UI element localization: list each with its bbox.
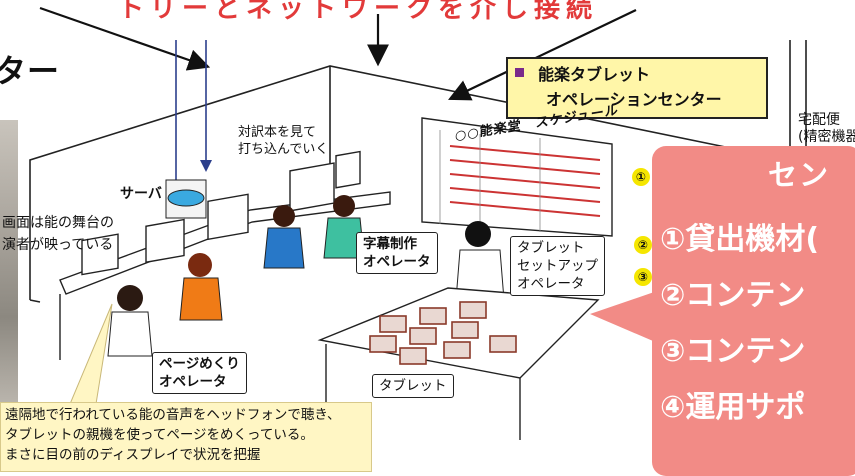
server-label: サーバ — [120, 186, 162, 202]
note-line3: まさに目の前のディスプレイで状況を把握 — [5, 447, 261, 463]
callout-title: セン — [768, 158, 831, 192]
network-banner: トリーとネットワークを介し接続 — [118, 0, 599, 24]
callout-tail — [590, 290, 660, 344]
tablet-setup-line3: オペレータ — [517, 276, 585, 292]
callout-item-3: ③コンテン — [660, 334, 806, 369]
page-turn-line1: ページめくり — [159, 356, 240, 372]
schedule-board — [421, 117, 613, 237]
callout-item-1: ①貸出機材( — [660, 222, 820, 257]
remote-audio-note: 遠隔地で行われている能の音声をヘッドフォンで聴き、 タブレットの親機を使ってペー… — [0, 402, 372, 472]
server-unit — [165, 179, 207, 219]
delivery-note: 宅配便 (精密機器 — [798, 112, 855, 146]
note-line1: 遠隔地で行われている能の音声をヘッドフォンで聴き、 — [5, 407, 341, 423]
callout-item-2: ②コンテン — [660, 278, 806, 313]
operators — [107, 195, 505, 357]
marker-2: ② — [634, 236, 652, 254]
page-turn-line2: オペレータ — [159, 374, 227, 390]
marker-3: ③ — [634, 268, 652, 286]
translation-note-line2: 打ち込んでいく — [238, 142, 329, 157]
note-line2: タブレットの親機を使ってページをめくっている。 — [5, 427, 314, 443]
desks — [59, 191, 391, 360]
operation-center-line2: オペレーションセンター — [546, 90, 722, 109]
delivery-line1: 宅配便 — [798, 112, 840, 128]
bullet-square-icon — [515, 68, 524, 77]
operation-center-line1: 能楽タブレット — [538, 65, 651, 84]
subtitle-operator-label: 字幕制作 オペレータ — [356, 232, 438, 274]
tablet-table — [317, 287, 600, 440]
tablet-setup-line2: セットアップ — [517, 258, 598, 274]
network-arrows — [39, 6, 637, 101]
photo-strip — [0, 120, 18, 402]
translation-note: 対訳本を見て 打ち込んでいく — [238, 124, 328, 158]
note-pointer — [69, 303, 113, 405]
cable-lines — [175, 40, 207, 180]
translation-note-line1: 対訳本を見て — [238, 125, 317, 140]
marker-1: ① — [632, 168, 650, 186]
monitors — [81, 150, 361, 276]
subtitle-operator-line1: 字幕制作 — [363, 236, 417, 252]
tablet-setup-line1: タブレット — [517, 240, 585, 256]
screen-note-line2: 演者が映っている — [2, 237, 114, 253]
subtitle-operator-line2: オペレータ — [363, 254, 431, 270]
page-turn-operator-label: ページめくり オペレータ — [152, 352, 247, 394]
tablet-setup-operator-label: タブレット セットアップ オペレータ — [510, 236, 605, 296]
center-roles-callout — [652, 146, 855, 476]
page-title-fragment: ター — [0, 52, 61, 90]
tablet-label: タブレット — [372, 374, 454, 398]
screen-note-line1: 画面は能の舞台の — [2, 215, 114, 231]
delivery-line2: (精密機器 — [798, 129, 855, 145]
callout-item-4: ④運用サポ — [660, 390, 806, 425]
operation-center-label: 能楽タブレット オペレーションセンター — [506, 57, 768, 119]
screen-note: 画面は能の舞台の 演者が映っている — [2, 212, 114, 256]
